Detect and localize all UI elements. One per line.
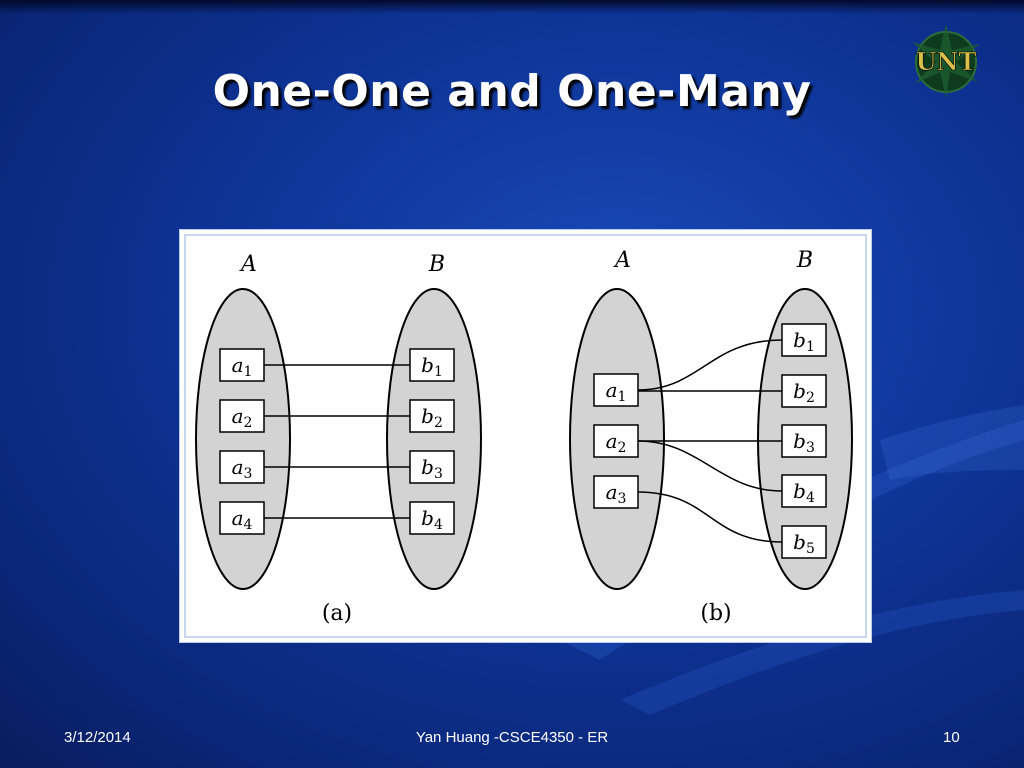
diagram-a-set-a-label: A <box>239 252 257 277</box>
svg-text:b1: b1 <box>793 328 815 355</box>
diagram-a-caption: (a) <box>322 601 352 626</box>
diagram-b-element-b2: b2 <box>781 374 827 408</box>
diagram-b-link-a2-b4 <box>637 440 783 492</box>
diagram-a-set-b-label: B <box>428 252 445 277</box>
diagram-a-element-a1: a1 <box>219 348 265 382</box>
diagram-b-element-a1: a1 <box>593 373 639 407</box>
svg-text:a1: a1 <box>606 378 627 405</box>
diagram-a-set-b-ellipse <box>386 288 482 590</box>
diagram-b: A B a1 a2 a3 <box>569 248 853 626</box>
svg-text:a2: a2 <box>232 404 253 431</box>
svg-text:b5: b5 <box>793 530 815 557</box>
figure-frame: A B a1 a2 a3 a4 <box>179 229 872 643</box>
svg-text:a4: a4 <box>232 506 253 533</box>
logo-text: UNT <box>916 47 977 76</box>
diagram-b-set-a-label: A <box>613 248 631 273</box>
footer-page-number: 10 <box>943 729 960 746</box>
mapping-diagrams: A B a1 a2 a3 a4 <box>195 248 853 626</box>
svg-text:b2: b2 <box>421 404 443 431</box>
diagram-a-element-b1: b1 <box>409 348 455 382</box>
svg-text:a1: a1 <box>232 353 253 380</box>
diagram-a-element-b2: b2 <box>409 399 455 433</box>
diagram-b-element-a2: a2 <box>593 424 639 458</box>
figure-inner-border <box>184 234 867 638</box>
diagram-b-link-a3-b5 <box>637 491 783 543</box>
diagram-b-link-a1-b1 <box>637 339 783 391</box>
diagram-a-set-a-ellipse <box>195 288 291 590</box>
unt-logo: UNT <box>912 24 980 98</box>
diagram-a-element-b3: b3 <box>409 450 455 484</box>
diagram-a: A B a1 a2 a3 a4 <box>195 252 482 626</box>
diagram-a-element-a3: a3 <box>219 450 265 484</box>
diagram-a-element-a4: a4 <box>219 501 265 535</box>
svg-text:a3: a3 <box>232 455 253 482</box>
diagram-a-element-a2: a2 <box>219 399 265 433</box>
svg-text:b4: b4 <box>793 479 815 506</box>
slide-title: One-One and One-Many <box>212 66 812 117</box>
svg-text:b1: b1 <box>421 353 443 380</box>
svg-text:a2: a2 <box>606 429 627 456</box>
diagram-b-element-b3: b3 <box>781 424 827 458</box>
svg-text:b3: b3 <box>421 455 443 482</box>
svg-text:b2: b2 <box>793 379 815 406</box>
diagram-b-element-b5: b5 <box>781 525 827 559</box>
footer-title: Yan Huang -CSCE4350 - ER <box>415 729 609 746</box>
svg-text:b3: b3 <box>793 429 815 456</box>
svg-text:b4: b4 <box>421 506 443 533</box>
diagram-a-element-b4: b4 <box>409 501 455 535</box>
diagram-b-element-b4: b4 <box>781 474 827 508</box>
diagram-b-caption: (b) <box>700 601 731 626</box>
svg-text:a3: a3 <box>606 480 627 507</box>
diagram-b-element-b1: b1 <box>781 323 827 357</box>
slide-top-shade <box>0 0 1024 14</box>
footer-date: 3/12/2014 <box>64 729 131 746</box>
diagram-b-set-b-label: B <box>796 248 813 273</box>
diagram-b-element-a3: a3 <box>593 475 639 509</box>
